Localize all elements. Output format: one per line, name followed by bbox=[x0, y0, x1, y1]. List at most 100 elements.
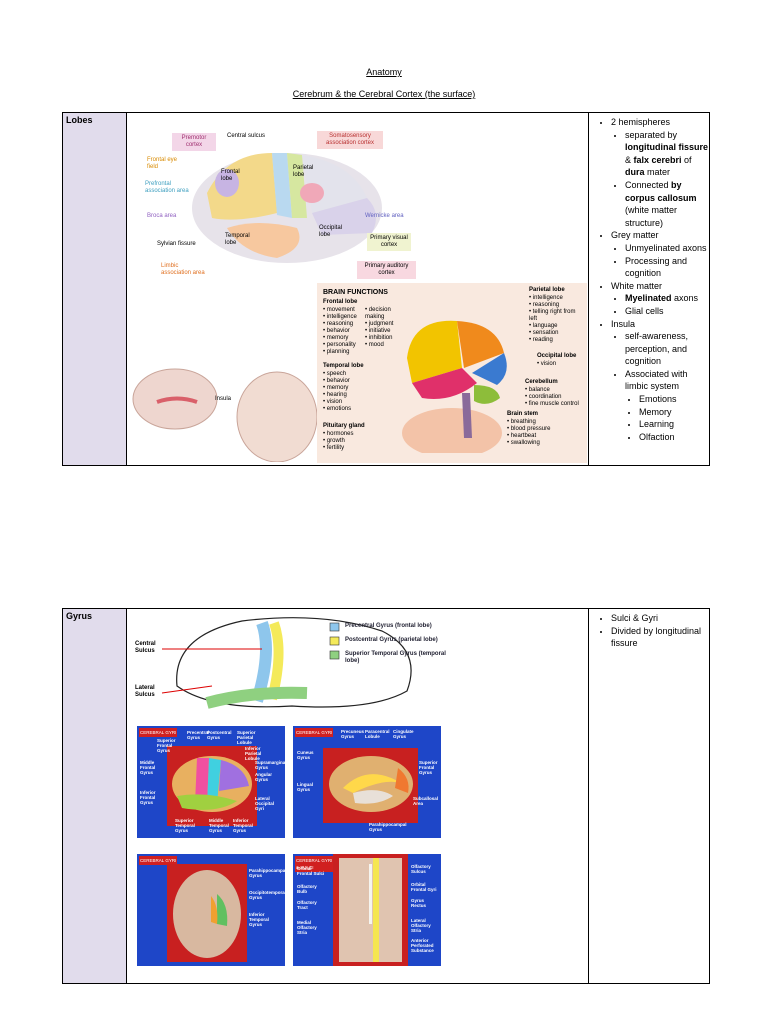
gyri-panel-label: Inferior Frontal Gyrus bbox=[140, 790, 156, 806]
bf-cerebellum-list: • balance• coordination• fine muscle con… bbox=[525, 387, 585, 408]
panel2-precuneus bbox=[395, 768, 409, 793]
bf-brainstem-title: Brain stem bbox=[507, 411, 539, 417]
bf-brainstem-list: • breathing• blood pressure• heartbeat• … bbox=[507, 419, 567, 447]
gyri-panel-label: Orbital Frontal Sulci bbox=[297, 866, 325, 877]
gyri-panel-label: Postcentral Gyrus bbox=[207, 730, 232, 741]
panel2-brain bbox=[323, 748, 418, 823]
bf-frontal-item: • memory bbox=[323, 335, 349, 341]
bf-frontal-title: Frontal lobe bbox=[323, 299, 358, 305]
document-title: Anatomy bbox=[366, 67, 402, 77]
note-limbic-item: Olfaction bbox=[639, 431, 709, 444]
gyri-panel-label: Lateral Occipital Gyri bbox=[255, 796, 275, 812]
gyri-panel-label: Olfactory Bulb bbox=[297, 884, 317, 895]
label-primary-visual: Primary visual cortex bbox=[367, 233, 411, 251]
bf-parietal-item: • reading bbox=[529, 337, 553, 343]
precentral-shape bbox=[272, 153, 292, 218]
gyrus-notes-cell: Sulci & Gyri Divided by longitudinal fis… bbox=[588, 608, 710, 984]
label-limbic: Limbic association area bbox=[161, 263, 205, 276]
bf-parietal-item: • telling right from left bbox=[529, 309, 576, 322]
gyri-panel-4: CEREBRAL GYRI & SULCI Orbital Frontal Su… bbox=[293, 854, 441, 966]
bf-cerebellum-item: • fine muscle control bbox=[525, 401, 579, 407]
label-primary-auditory: Primary auditory cortex bbox=[357, 261, 416, 279]
bf-temporal-item: • speech bbox=[323, 371, 347, 377]
legend-superior-temporal: Superior Temporal Gyrus (temporal lobe) bbox=[345, 651, 446, 664]
gyri-panel-label: Superior Frontal Gyrus bbox=[419, 760, 438, 776]
bf-temporal-item: • behavior bbox=[323, 378, 350, 384]
bf-occipital-list: • vision bbox=[537, 361, 582, 368]
bf-parietal-item: • sensation bbox=[529, 330, 559, 336]
bf-frontal-item: • personality bbox=[323, 342, 356, 348]
note-grey-sub2: Processing and cognition bbox=[625, 255, 709, 280]
note-connected: Connected by corpus callosum (white matt… bbox=[625, 179, 709, 229]
sketch-label-lateral: Lateral Sulcus bbox=[135, 685, 155, 698]
label-broca: Broca area bbox=[147, 213, 177, 219]
gyrus-note-2: Divided by longitudinal fissure bbox=[611, 625, 709, 650]
gyri-panel-label: Angular Gyrus bbox=[255, 772, 273, 783]
bf-cerebellum-title: Cerebellum bbox=[525, 379, 558, 385]
gyri-panel-label: Olfactory Tract bbox=[297, 900, 317, 911]
bf-frontal-item: • movement bbox=[323, 307, 355, 313]
panel4-title: CEREBRAL GYRI & SULCI bbox=[295, 856, 337, 872]
panel1-title: CEREBRAL GYRI bbox=[139, 728, 178, 737]
document-subtitle: Cerebrum & the Cerebral Cortex (the surf… bbox=[292, 89, 476, 99]
gyri-panel-label: Middle Temporal Gyrus bbox=[209, 818, 229, 834]
panel1-brain bbox=[167, 746, 257, 826]
brain-functions-figure bbox=[402, 320, 507, 453]
gyri-panel-label: Parahippocampal Gyrus bbox=[249, 868, 287, 879]
gyri-panel-label: Inferior Temporal Gyrus bbox=[233, 818, 253, 834]
bf-frontal-item: • inhibition bbox=[365, 335, 393, 341]
prefrontal-shape bbox=[215, 169, 239, 197]
bf-brainstem-item: • blood pressure bbox=[507, 426, 551, 432]
label-central-sulcus: Central sulcus bbox=[227, 133, 266, 139]
bf-frontal-item: • intelligence bbox=[323, 314, 357, 320]
bf-brainstem bbox=[462, 393, 472, 438]
lobes-notes-cell: 2 hemispheres separated by longitudinal … bbox=[588, 112, 710, 466]
bf-frontal-item: • initiative bbox=[365, 328, 391, 334]
note-grey-sub1: Unmyelinated axons bbox=[625, 242, 709, 255]
bf-pituitary-item: • hormones bbox=[323, 431, 354, 437]
bf-frontal bbox=[407, 320, 462, 383]
gyri-panel-label: Supramarginal Gyrus bbox=[255, 760, 287, 771]
label-occipital-lobe: Occipital lobe bbox=[319, 225, 343, 238]
bf-parietal-item: • language bbox=[529, 323, 558, 329]
bf-temporal-item: • hearing bbox=[323, 392, 347, 398]
bf-occipital-title: Occipital lobe bbox=[537, 353, 577, 359]
lobes-notes-list: 2 hemispheres separated by longitudinal … bbox=[589, 116, 709, 443]
gyri-panel-label: Inferior Parietal Lobule bbox=[245, 746, 262, 762]
bf-temporal-item: • emotions bbox=[323, 406, 352, 412]
bf-parietal-list: • intelligence• reasoning• telling right… bbox=[529, 295, 584, 344]
occipital-lobe-shape bbox=[312, 198, 376, 235]
note-hemispheres: 2 hemispheres separated by longitudinal … bbox=[611, 116, 709, 229]
gyri-panel-label: Parahippocampal Gyrus bbox=[369, 822, 407, 833]
bf-temporal bbox=[412, 368, 477, 399]
legend-postcentral: Postcentral Gyrus (parietal lobe) bbox=[345, 637, 438, 643]
note-white-sub2: Glial cells bbox=[625, 305, 709, 318]
bf-frontal-list: • movement• intelligence• reasoning• beh… bbox=[323, 307, 363, 356]
gyrus-label: Gyrus bbox=[66, 611, 93, 621]
bf-brainstem-item: • breathing bbox=[507, 419, 536, 425]
bf-frontal-item: • reasoning bbox=[323, 321, 354, 327]
panel1-temporal bbox=[177, 794, 237, 810]
gyri-panel-label: Lateral Olfactory Stria bbox=[411, 918, 431, 934]
panel1-postcentral bbox=[207, 758, 221, 806]
head-silhouette bbox=[402, 408, 502, 453]
note-white-sub1: Myelinated axons bbox=[625, 292, 709, 305]
gyrus-note-1: Sulci & Gyri bbox=[611, 612, 709, 625]
note-white-matter: White matter Myelinated axons Glial cell… bbox=[611, 280, 709, 318]
bf-pituitary-item: • growth bbox=[323, 438, 345, 444]
bf-temporal-list: • speech• behavior• memory• hearing• vis… bbox=[323, 371, 368, 413]
gyri-panel-label: Subcallosal Area bbox=[413, 796, 439, 807]
bf-parietal-title: Parietal lobe bbox=[529, 287, 565, 293]
lateral-sulcus-pointer bbox=[161, 685, 213, 694]
bf-frontal-item: • behavior bbox=[323, 328, 350, 334]
label-parietal-lobe: Parietal lobe bbox=[293, 165, 314, 178]
note-limbic-item: Emotions bbox=[639, 393, 709, 406]
bf-pituitary-title: Pituitary gland bbox=[323, 423, 365, 429]
note-limbic-item: Memory bbox=[639, 406, 709, 419]
bf-brainstem-item: • swallowing bbox=[507, 440, 540, 446]
gyri-panel-label: Inferior Temporal Gyrus bbox=[249, 912, 269, 928]
insula-images bbox=[127, 347, 317, 462]
bf-pituitary-list: • hormones• growth• fertility bbox=[323, 431, 368, 452]
gyri-panel-label: Orbital Frontal Gyri bbox=[411, 882, 437, 893]
